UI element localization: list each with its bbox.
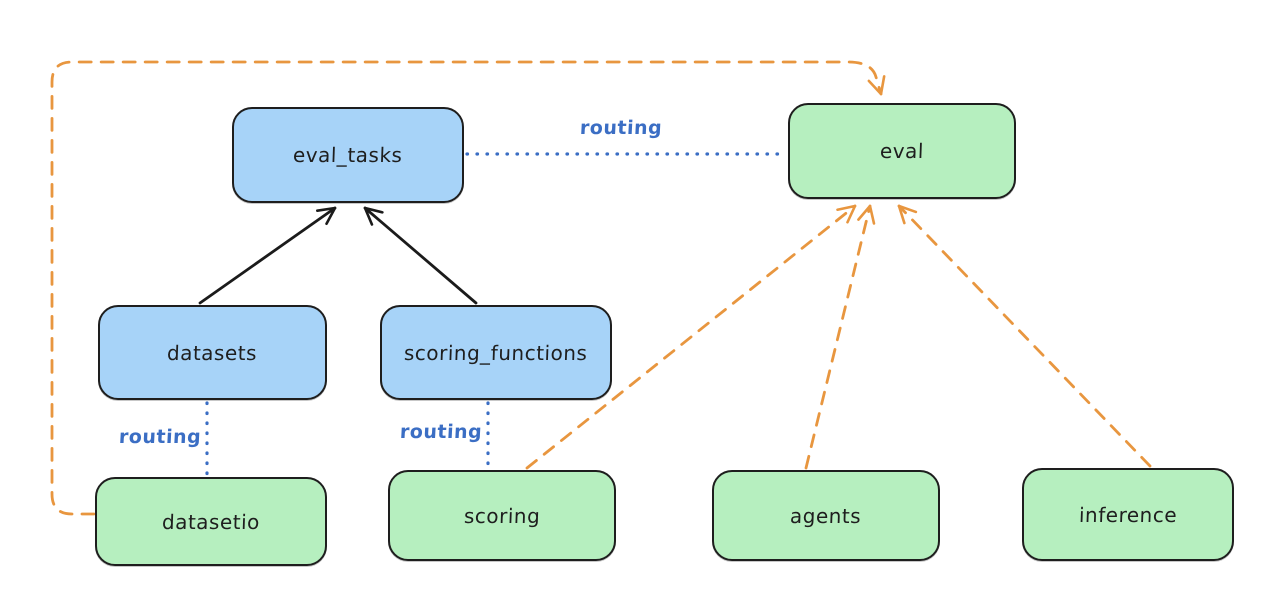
node-eval: eval <box>788 103 1016 199</box>
node-datasetio-label: datasetio <box>161 509 261 534</box>
node-agents-label: agents <box>789 503 863 528</box>
node-scoring-label: scoring <box>463 503 541 528</box>
edge-scoring-to-eval <box>525 204 857 470</box>
node-scoring-functions-label: scoring_functions <box>403 340 589 365</box>
node-datasetio: datasetio <box>95 477 327 566</box>
node-eval-tasks: eval_tasks <box>232 107 464 203</box>
edge-datasets-to-eval-tasks <box>198 206 337 305</box>
edge-inference-to-eval <box>897 204 1152 468</box>
node-agents: agents <box>712 470 940 561</box>
edge-agents-to-eval <box>804 204 876 470</box>
edge-scoring-functions-to-eval-tasks <box>363 206 478 305</box>
edge-label-routing-scoring-functions-scoring: routing <box>399 421 483 443</box>
node-datasets: datasets <box>98 305 327 400</box>
node-inference: inference <box>1022 468 1234 561</box>
node-scoring: scoring <box>388 470 616 561</box>
edge-label-routing-eval-tasks-eval: routing <box>579 117 663 139</box>
edge-label-routing-datasets-datasetio: routing <box>118 426 202 448</box>
node-eval-tasks-label: eval_tasks <box>292 143 404 167</box>
node-datasets-label: datasets <box>167 340 258 365</box>
node-scoring-functions: scoring_functions <box>380 305 612 400</box>
node-eval-label: eval <box>879 139 925 163</box>
node-inference-label: inference <box>1078 502 1178 527</box>
